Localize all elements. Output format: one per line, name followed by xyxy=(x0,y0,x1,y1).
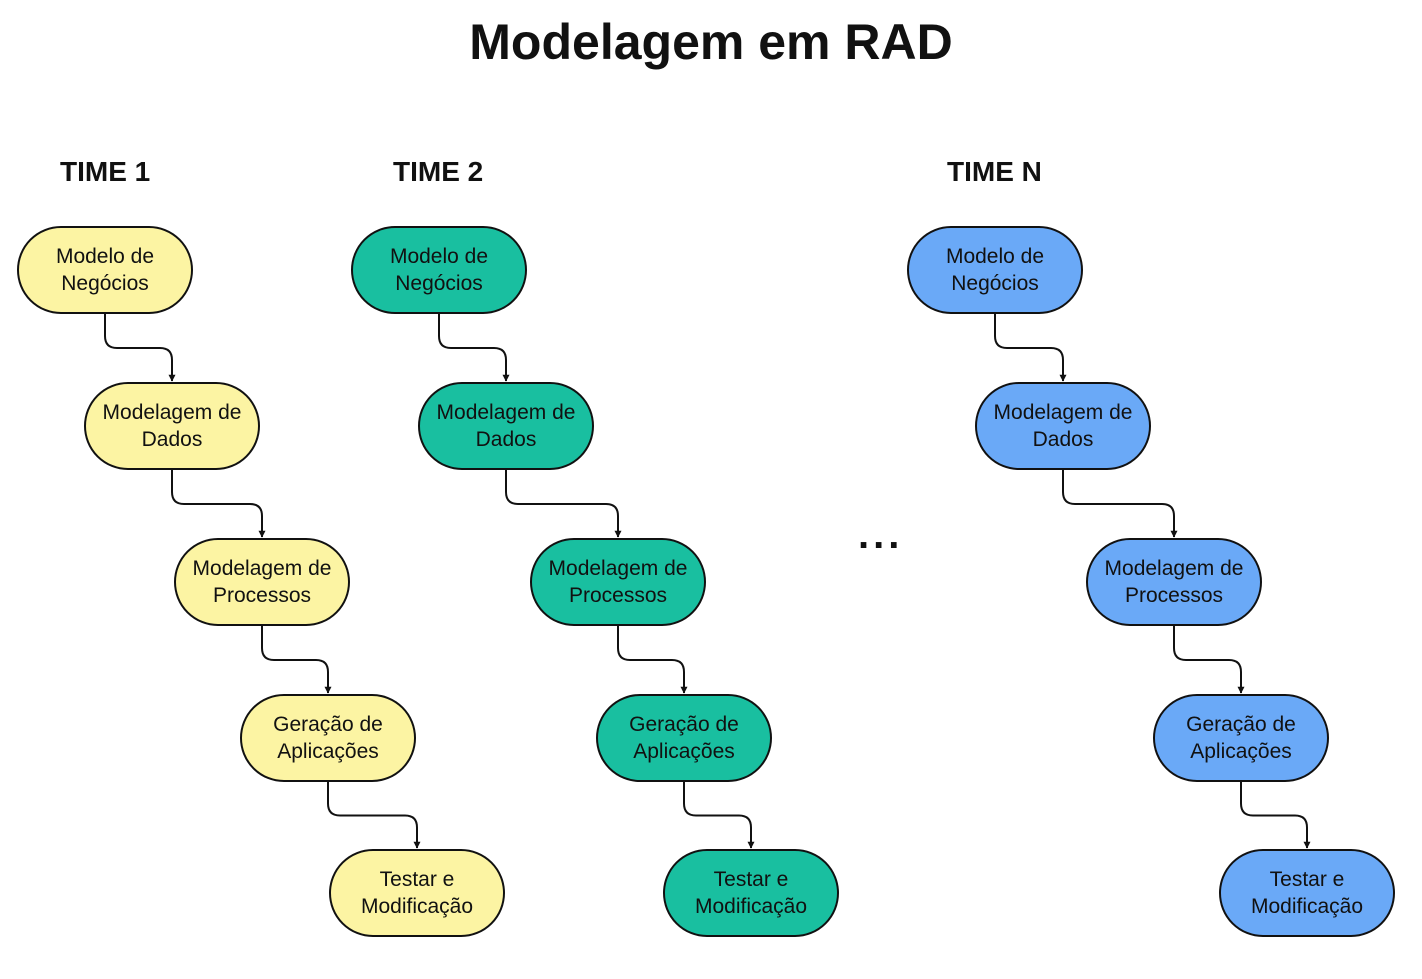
team-2-heading: TIME 2 xyxy=(393,156,484,187)
team-n-heading: TIME N xyxy=(947,156,1042,187)
step-label: Modelagem de Dados xyxy=(436,401,576,451)
team-n-step-application-generation: Geração de Aplicações xyxy=(1153,694,1329,782)
flow-arrow xyxy=(683,782,755,849)
team-1-step-data-modeling: Modelagem de Dados xyxy=(84,382,260,470)
diagram-title: Modelagem em RAD xyxy=(469,14,953,70)
team-1-step-test-and-modify: Testar e Modificação xyxy=(329,849,505,937)
step-label: Modelagem de Processos xyxy=(192,557,332,607)
flow-arrow xyxy=(505,470,622,538)
flow-arrow xyxy=(104,314,176,382)
team-2-step-data-modeling: Modelagem de Dados xyxy=(418,382,594,470)
step-label: Geração de Aplicações xyxy=(1186,713,1296,763)
step-label: Geração de Aplicações xyxy=(629,713,739,763)
team-1-step-business-model: Modelo de Negócios xyxy=(17,226,193,314)
flow-arrow xyxy=(617,626,688,694)
team-n-step-data-modeling: Modelagem de Dados xyxy=(975,382,1151,470)
team-n-step-process-modeling: Modelagem de Processos xyxy=(1086,538,1262,626)
flow-arrow xyxy=(1062,470,1178,538)
team-2-step-application-generation: Geração de Aplicações xyxy=(596,694,772,782)
step-label: Testar e Modificação xyxy=(694,868,808,918)
flow-arrow xyxy=(1240,782,1311,849)
team-n-step-test-and-modify: Testar e Modificação xyxy=(1219,849,1395,937)
team-2-step-process-modeling: Modelagem de Processos xyxy=(530,538,706,626)
more-teams-ellipsis: ... xyxy=(858,513,904,557)
team-1-step-application-generation: Geração de Aplicações xyxy=(240,694,416,782)
team-n-step-business-model: Modelo de Negócios xyxy=(907,226,1083,314)
step-label: Geração de Aplicações xyxy=(273,713,383,763)
team-1-step-process-modeling: Modelagem de Processos xyxy=(174,538,350,626)
flow-arrow xyxy=(1173,626,1245,694)
flow-arrow xyxy=(994,314,1067,382)
team-2-step-test-and-modify: Testar e Modificação xyxy=(663,849,839,937)
step-label: Testar e Modificação xyxy=(360,868,474,918)
step-label: Modelo de Negócios xyxy=(389,245,489,295)
flow-arrow xyxy=(327,782,421,849)
team-1-heading: TIME 1 xyxy=(60,156,151,187)
flow-arrow xyxy=(261,626,332,694)
step-label: Modelagem de Processos xyxy=(1104,557,1244,607)
flow-arrow xyxy=(438,314,510,382)
step-label: Modelagem de Dados xyxy=(993,401,1133,451)
step-label: Modelo de Negócios xyxy=(55,245,155,295)
flow-arrow xyxy=(171,470,266,538)
step-label: Modelagem de Processos xyxy=(548,557,688,607)
step-label: Modelagem de Dados xyxy=(102,401,242,451)
step-label: Modelo de Negócios xyxy=(945,245,1045,295)
team-2-step-business-model: Modelo de Negócios xyxy=(351,226,527,314)
step-label: Testar e Modificação xyxy=(1250,868,1364,918)
